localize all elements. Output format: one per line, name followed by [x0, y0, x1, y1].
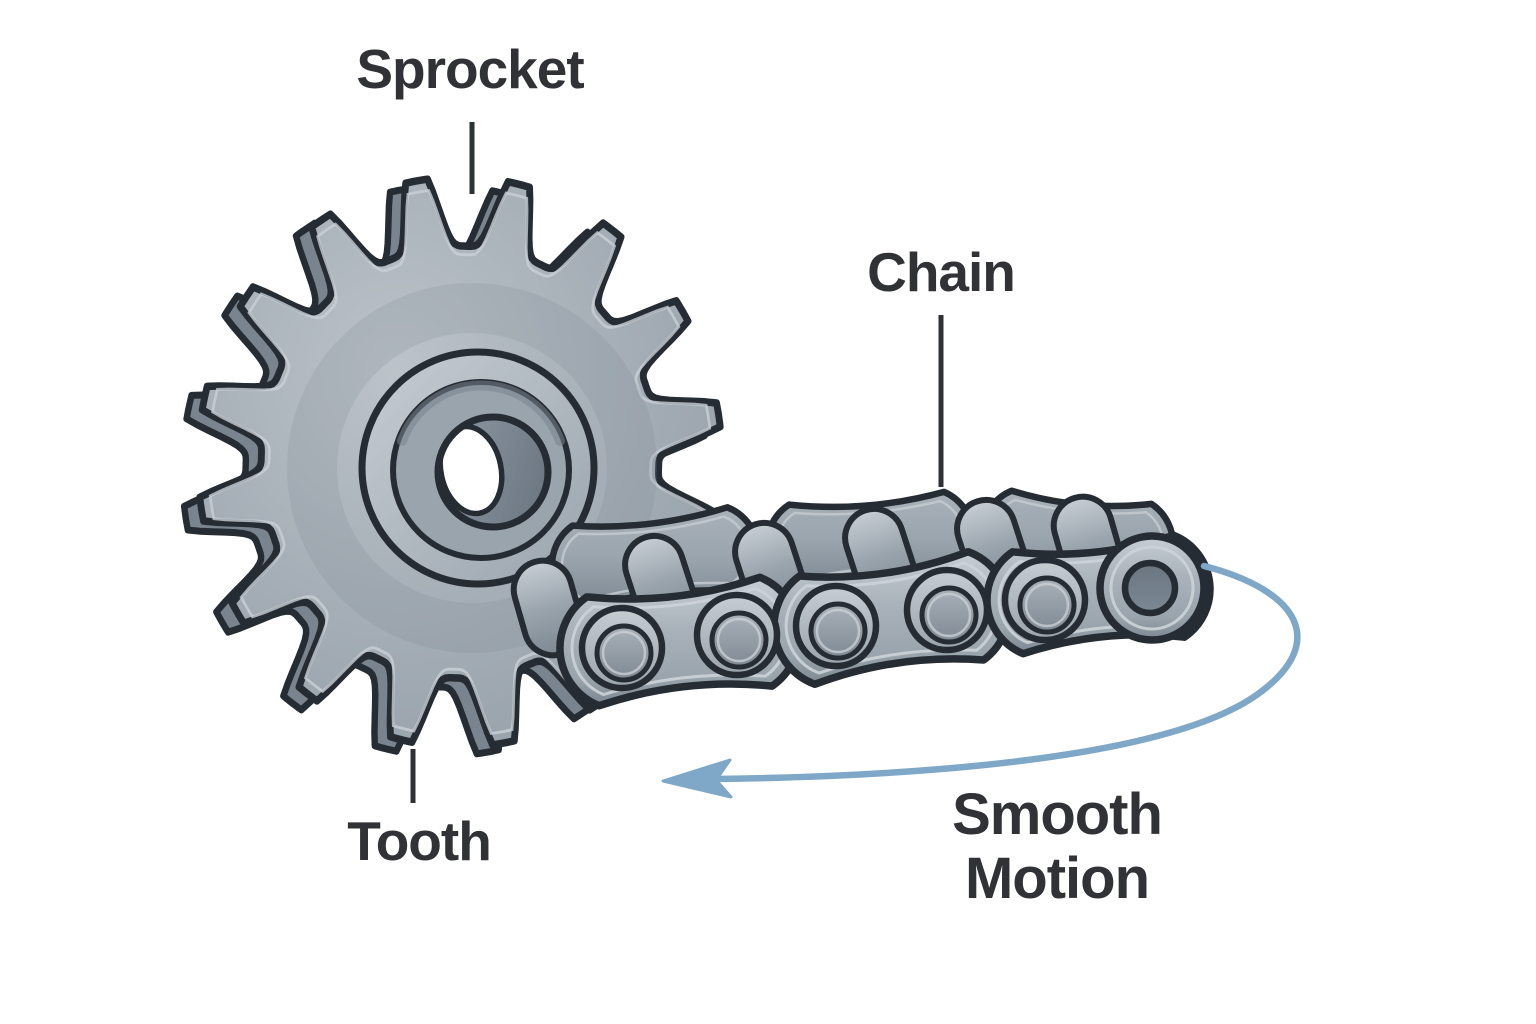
leader-lines — [410, 122, 944, 803]
sprocket-label: Sprocket — [356, 38, 584, 100]
rotation-arrow-icon — [661, 562, 1301, 799]
chain-graphic — [510, 487, 1214, 710]
rotation-arrow-curve — [712, 562, 1301, 783]
tooth-label: Tooth — [347, 810, 492, 872]
smooth-motion-line2: Motion — [964, 846, 1150, 911]
chain-label: Chain — [867, 241, 1016, 303]
smooth-motion-label: Smooth Motion — [952, 782, 1163, 911]
sprocket-hub-graphic — [287, 283, 657, 653]
rotation-arrowhead — [661, 758, 733, 799]
smooth-motion-line1: Smooth — [952, 782, 1163, 847]
